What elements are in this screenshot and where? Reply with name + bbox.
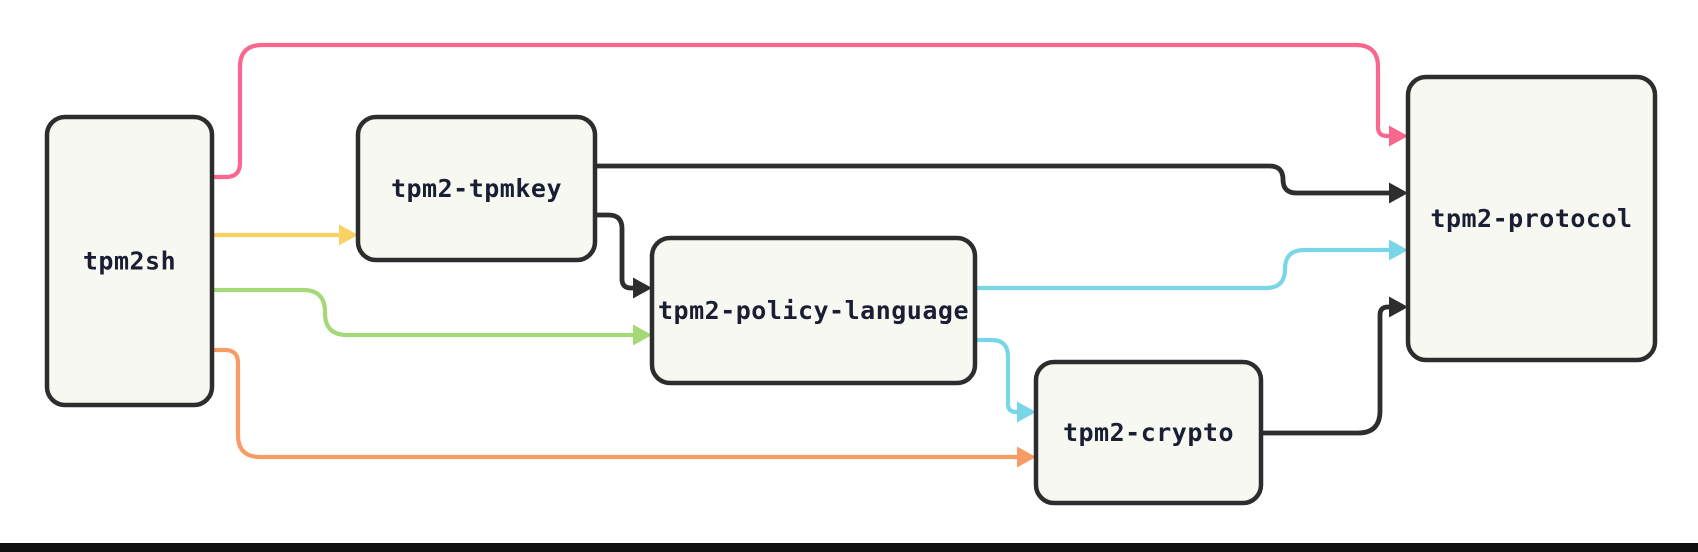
edges-layer bbox=[209, 42, 1408, 468]
nodes-layer: tpm2sh tpm2-tpmkey tpm2-policy-language tpm… bbox=[44, 74, 1658, 506]
node-box-tpm2-protocol bbox=[1405, 74, 1658, 363]
arrowhead-tpm2sh-to-tpm2-crypto bbox=[1017, 446, 1036, 468]
node-tpm2-policy-language: tpm2-policy-language bbox=[649, 235, 978, 386]
edge-tpm2-crypto-to-tpm2-protocol bbox=[1258, 304, 1399, 436]
edge-tpm2sh-to-tpm2-protocol bbox=[209, 42, 1399, 180]
arrowhead-tpm2-tpmkey-to-tpm2-protocol bbox=[1389, 182, 1408, 204]
edge-tpm2-policy-language-to-tpm2-protocol bbox=[972, 247, 1399, 291]
node-label-tpm2sh: tpm2sh bbox=[83, 247, 176, 276]
edge-tpm2-tpmkey-to-tpm2-policy-language bbox=[592, 212, 643, 291]
edge-tpm2-policy-language-to-tpm2-crypto bbox=[972, 337, 1027, 415]
edge-tpm2sh-to-tpm2-policy-language bbox=[209, 287, 643, 338]
arrowhead-tpm2-crypto-to-tpm2-protocol bbox=[1389, 296, 1408, 318]
arrowhead-tpm2sh-to-tpm2-policy-language bbox=[633, 324, 652, 346]
node-box-tpm2sh bbox=[44, 114, 215, 408]
node-tpm2-tpmkey: tpm2-tpmkey bbox=[355, 114, 598, 263]
bottom-divider-bar bbox=[0, 543, 1698, 552]
arrowhead-tpm2-policy-language-to-tpm2-protocol bbox=[1389, 239, 1408, 261]
arrowhead-tpm2-policy-language-to-tpm2-crypto bbox=[1017, 401, 1036, 423]
node-tpm2-crypto: tpm2-crypto bbox=[1033, 359, 1264, 506]
node-tpm2sh: tpm2sh bbox=[44, 114, 215, 408]
node-tpm2-protocol: tpm2-protocol bbox=[1405, 74, 1658, 363]
edge-tpm2sh-to-tpm2-crypto bbox=[209, 347, 1027, 460]
arrowhead-tpm2sh-to-tpm2-protocol bbox=[1389, 125, 1408, 147]
node-label-tpm2-crypto: tpm2-crypto bbox=[1063, 418, 1234, 447]
node-box-tpm2-tpmkey bbox=[355, 114, 598, 263]
arrowhead-tpm2sh-to-tpm2-tpmkey bbox=[339, 224, 358, 246]
node-label-tpm2-protocol: tpm2-protocol bbox=[1430, 204, 1632, 233]
edge-tpm2-tpmkey-to-tpm2-protocol bbox=[592, 163, 1399, 196]
node-label-tpm2-tpmkey: tpm2-tpmkey bbox=[391, 174, 562, 203]
node-label-tpm2-policy-language: tpm2-policy-language bbox=[658, 296, 969, 325]
node-box-tpm2-crypto bbox=[1033, 359, 1264, 506]
node-box-tpm2-policy-language bbox=[649, 235, 978, 386]
arrowhead-tpm2-tpmkey-to-tpm2-policy-language bbox=[633, 277, 652, 299]
